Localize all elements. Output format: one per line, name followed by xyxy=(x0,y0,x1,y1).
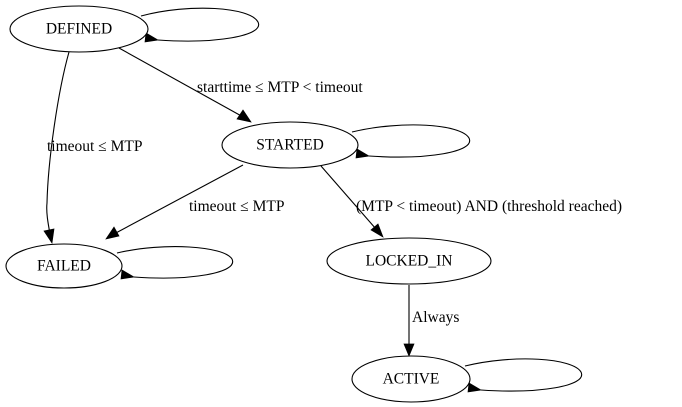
node-defined[interactable]: DEFINED xyxy=(9,5,149,53)
node-failed-label: FAILED xyxy=(37,258,91,275)
self-loop-started-path xyxy=(351,124,471,158)
self-loop-active-arrowhead xyxy=(467,382,483,393)
edge-label-started-to-locked-in: (MTP < timeout) AND (threshold reached) xyxy=(356,198,622,215)
node-locked-in-ellipse xyxy=(326,237,492,285)
self-loop-active-path xyxy=(464,358,583,392)
edge-started-to-locked-in[interactable] xyxy=(320,165,384,238)
self-loop-defined[interactable] xyxy=(140,7,260,43)
node-locked-in[interactable]: LOCKED_IN xyxy=(326,237,492,285)
edge-label-started-to-failed: timeout ≤ MTP xyxy=(189,198,284,215)
edge-label-defined-to-failed: timeout ≤ MTP xyxy=(47,138,142,155)
self-loop-failed-arrowhead xyxy=(120,269,136,280)
edge-defined-to-started-path xyxy=(118,47,246,119)
self-loop-failed-path xyxy=(116,246,234,279)
self-loop-started[interactable] xyxy=(351,124,471,159)
node-failed[interactable]: FAILED xyxy=(5,243,123,289)
node-active-ellipse xyxy=(351,355,471,403)
node-started[interactable]: STARTED xyxy=(221,121,359,169)
self-loop-defined-path xyxy=(140,7,260,42)
edge-defined-to-failed-arrowhead xyxy=(43,228,55,244)
node-failed-ellipse xyxy=(5,243,123,289)
edge-started-to-failed-arrowhead xyxy=(105,226,120,240)
edge-locked-in-to-active[interactable] xyxy=(403,285,415,357)
self-loop-defined-arrowhead xyxy=(144,32,160,43)
node-defined-ellipse xyxy=(9,5,149,53)
edge-started-to-failed-path xyxy=(113,164,244,235)
self-loop-failed[interactable] xyxy=(116,246,234,280)
node-started-ellipse xyxy=(221,121,359,169)
edge-defined-to-failed-path xyxy=(46,51,70,235)
edge-label-defined-to-started: starttime ≤ MTP < timeout xyxy=(197,79,363,96)
edge-defined-to-started[interactable] xyxy=(118,47,252,123)
self-loop-started-arrowhead xyxy=(355,148,371,159)
node-active[interactable]: ACTIVE xyxy=(351,355,471,403)
node-defined-label: DEFINED xyxy=(46,21,112,38)
edge-defined-to-started-arrowhead xyxy=(236,109,252,123)
edge-started-to-failed[interactable] xyxy=(105,164,244,240)
edge-started-to-locked-in-arrowhead xyxy=(370,223,384,238)
edge-label-locked-in-to-active: Always xyxy=(412,309,459,326)
node-started-label: STARTED xyxy=(256,137,324,154)
self-loop-active[interactable] xyxy=(464,358,583,393)
node-active-label: ACTIVE xyxy=(383,371,440,388)
edge-locked-in-to-active-arrowhead xyxy=(403,343,415,357)
edge-defined-to-failed[interactable] xyxy=(43,51,70,244)
edge-started-to-locked-in-path xyxy=(320,165,377,230)
node-locked-in-label: LOCKED_IN xyxy=(366,253,453,270)
